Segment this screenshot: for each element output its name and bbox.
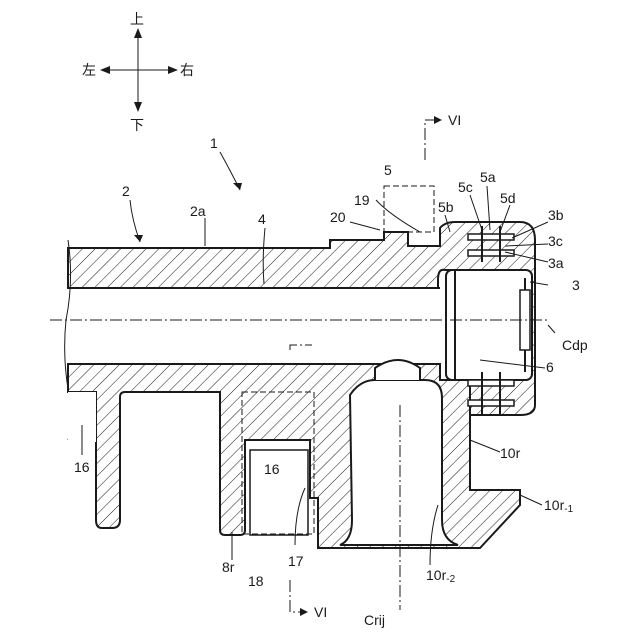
label-18: 18: [248, 573, 264, 589]
label-5b: 5b: [438, 199, 454, 215]
label-3a: 3a: [548, 255, 564, 271]
label-cdp: Cdp: [562, 337, 588, 353]
label-5a: 5a: [480, 169, 496, 185]
bore-interior: [68, 288, 440, 364]
label-17: 17: [288, 553, 304, 569]
label-2a: 2a: [190, 203, 206, 219]
compass-down-label: 下: [130, 117, 144, 133]
label-10r-1: 10r-1: [544, 497, 574, 515]
label-5c: 5c: [458, 179, 473, 195]
label-8r: 8r: [222, 559, 235, 575]
compass-up-label: 上: [130, 11, 144, 27]
section-label-top: VI: [448, 112, 461, 128]
label-3c: 3c: [548, 233, 563, 249]
label-16-left: 16: [74, 459, 90, 475]
label-10r: 10r: [500, 445, 521, 461]
label-6: 6: [546, 359, 554, 375]
label-2: 2: [122, 183, 130, 199]
section-mark-bottom: [290, 580, 305, 612]
label-4: 4: [258, 211, 266, 227]
direction-compass: 上 下 左 右: [82, 11, 194, 133]
label-16-box: 16: [264, 461, 280, 477]
label-3b: 3b: [548, 207, 564, 223]
compass-left-label: 左: [82, 62, 96, 78]
section-mark-top: [425, 120, 440, 160]
compass-right-label: 右: [180, 62, 194, 78]
plug-dome: [375, 360, 420, 380]
label-5d: 5d: [500, 190, 516, 206]
label-1: 1: [210, 135, 218, 151]
bore-end-part: [446, 270, 532, 380]
label-3: 3: [572, 277, 580, 293]
label-20: 20: [330, 209, 346, 225]
label-10r-2: 10r-2: [426, 567, 456, 585]
label-5: 5: [384, 162, 392, 178]
label-19: 19: [354, 192, 370, 208]
recess-10r2: [340, 380, 458, 545]
label-crij: Crij: [364, 612, 385, 628]
section-label-bottom: VI: [314, 604, 327, 620]
